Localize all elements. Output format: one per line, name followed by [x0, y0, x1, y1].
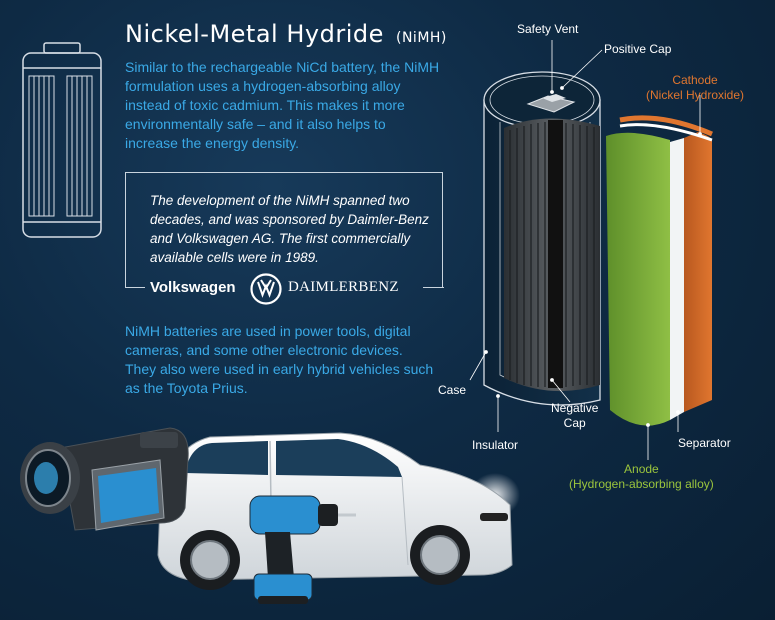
- divider: [423, 287, 444, 288]
- label-negative-cap: Negative Cap: [551, 401, 598, 431]
- volkswagen-wordmark: Volkswagen: [150, 279, 236, 296]
- daimler-benz-wordmark: DAIMLERBENZ: [288, 279, 399, 295]
- label-positive-cap: Positive Cap: [604, 42, 672, 56]
- label-case: Case: [438, 383, 467, 397]
- label-safety-vent: Safety Vent: [517, 22, 579, 36]
- label-negative-cap-line2: Cap: [563, 416, 586, 430]
- label-anode-title: Anode: [624, 462, 659, 476]
- history-box: [125, 172, 443, 287]
- volkswagen-logo-icon: [250, 273, 282, 305]
- title-main: Nickel-Metal Hydride: [125, 20, 384, 48]
- label-negative-cap-line1: Negative: [551, 401, 599, 415]
- label-separator: Separator: [678, 436, 731, 450]
- label-cathode-title: Cathode: [672, 73, 718, 87]
- battery-cutaway-diagram: [469, 40, 713, 460]
- battery-outline-icon: [22, 42, 102, 238]
- label-cathode: Cathode (Nickel Hydroxide): [646, 73, 744, 103]
- history-quote: The development of the NiMH spanned two …: [150, 193, 429, 265]
- label-anode-sub: (Hydrogen-absorbing alloy): [569, 477, 714, 491]
- label-anode: Anode (Hydrogen-absorbing alloy): [569, 462, 714, 492]
- title-suffix: (NiMH): [396, 30, 447, 46]
- divider: [125, 287, 145, 288]
- label-cathode-sub: (Nickel Hydroxide): [646, 88, 745, 102]
- label-insulator: Insulator: [472, 438, 519, 452]
- usage-paragraph: NiMH batteries are used in power tools, …: [125, 323, 434, 396]
- page-title: Nickel-Metal Hydride (NiMH): [125, 20, 447, 48]
- intro-paragraph: Similar to the rechargeable NiCd battery…: [125, 59, 440, 151]
- power-drill-icon: [249, 495, 356, 604]
- camcorder-icon: [20, 427, 189, 531]
